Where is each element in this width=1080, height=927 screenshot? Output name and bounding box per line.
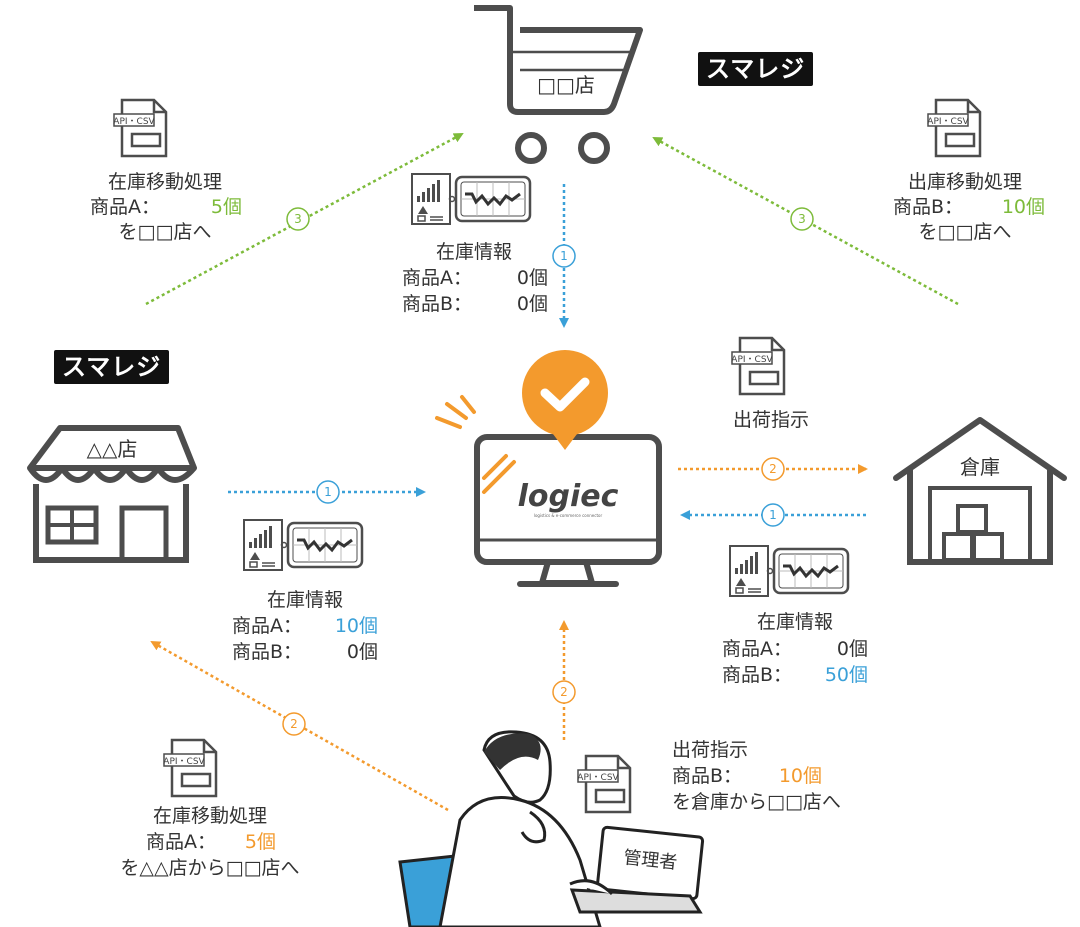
bc-dest: を倉庫から□□店へ bbox=[672, 791, 841, 813]
tr-title: 出庫移動処理 bbox=[907, 171, 1022, 193]
mr-title: 在庫情報 bbox=[756, 611, 833, 633]
step-circle: 1 bbox=[316, 480, 340, 504]
bl-title: 在庫移動処理 bbox=[152, 805, 267, 827]
svg-text:2: 2 bbox=[290, 717, 298, 731]
tr-item-label: 商品B： bbox=[893, 196, 964, 218]
tl-item-qty: 5個 bbox=[210, 196, 242, 218]
ml-row-b: 商品B： 0個 bbox=[232, 640, 378, 665]
svg-text:2: 2 bbox=[560, 685, 568, 699]
tc-a-qty: 0個 bbox=[516, 267, 548, 289]
tr-item-row: 商品B： 10個 bbox=[893, 195, 1045, 220]
ship-label: 出荷指示 bbox=[732, 409, 809, 431]
bl-item-label: 商品A： bbox=[146, 831, 216, 853]
check-bubble-icon bbox=[435, 350, 608, 450]
mr-b-label: 商品B： bbox=[722, 664, 793, 686]
svg-text:3: 3 bbox=[294, 212, 302, 226]
mr-b-qty: 50個 bbox=[824, 664, 868, 686]
document-icon: API・CSV bbox=[112, 98, 168, 158]
bl-dest: を△△店から□□店へ bbox=[120, 857, 300, 879]
ml-title: 在庫情報 bbox=[266, 589, 343, 611]
tc-a-label: 商品A： bbox=[402, 267, 472, 289]
mr-row-b: 商品B： 50個 bbox=[722, 663, 868, 688]
tc-row-b: 商品B： 0個 bbox=[402, 292, 548, 317]
doc-icon-label: API・CSV bbox=[731, 355, 773, 365]
svg-text:3: 3 bbox=[798, 212, 806, 226]
step-circle: 2 bbox=[761, 457, 785, 481]
ml-b-qty: 0個 bbox=[346, 641, 378, 663]
svg-text:1: 1 bbox=[769, 508, 777, 522]
ml-a-label: 商品A： bbox=[232, 615, 302, 637]
mr-a-label: 商品A： bbox=[722, 638, 792, 660]
svg-text:1: 1 bbox=[560, 249, 568, 263]
step-circle: 2 bbox=[282, 712, 306, 736]
logiec-tagline: logistics & e-commerce connector bbox=[534, 513, 603, 518]
tl-dest: を□□店へ bbox=[118, 221, 212, 243]
warehouse-label: 倉庫 bbox=[960, 455, 1000, 479]
doc-icon-label: API・CSV bbox=[113, 117, 155, 127]
step-circle: 1 bbox=[552, 244, 576, 268]
tc-row-a: 商品A： 0個 bbox=[402, 266, 548, 291]
inventory-stats-icon bbox=[242, 518, 364, 572]
tr-dest: を□□店へ bbox=[918, 221, 1012, 243]
admin-person-illustration: 管理者 bbox=[398, 730, 705, 927]
document-icon: API・CSV bbox=[926, 98, 982, 158]
monitor-icon: logiec logistics & e-commerce connector bbox=[474, 434, 662, 587]
document-icon: API・CSV bbox=[576, 754, 632, 814]
warehouse-icon: 倉庫 bbox=[893, 417, 1067, 565]
bc-item-qty: 10個 bbox=[778, 765, 822, 787]
document-icon: API・CSV bbox=[162, 738, 218, 798]
svg-text:1: 1 bbox=[324, 485, 332, 499]
bc-item-row: 商品B： 10個 bbox=[672, 764, 822, 789]
tc-title: 在庫情報 bbox=[435, 241, 512, 263]
tr-item-qty: 10個 bbox=[1001, 196, 1045, 218]
smaregi-badge-left: スマレジ bbox=[54, 350, 170, 384]
smaregi-badge-top: スマレジ bbox=[698, 52, 814, 86]
step-circle: 2 bbox=[552, 680, 576, 704]
bl-item-qty: 5個 bbox=[244, 831, 276, 853]
bc-title: 出荷指示 bbox=[672, 739, 749, 761]
step-circle: 3 bbox=[790, 207, 814, 231]
ml-row-a: 商品A： 10個 bbox=[232, 614, 378, 639]
document-icon: API・CSV bbox=[730, 336, 786, 396]
ml-b-label: 商品B： bbox=[232, 641, 303, 663]
doc-icon-label: API・CSV bbox=[927, 117, 969, 127]
tc-b-qty: 0個 bbox=[516, 293, 548, 315]
cart-store-label: □□店 bbox=[537, 73, 595, 97]
mr-row-a: 商品A： 0個 bbox=[722, 637, 868, 662]
doc-icon-label: API・CSV bbox=[577, 773, 619, 783]
tl-item-label: 商品A： bbox=[90, 196, 160, 218]
bc-item-label: 商品B： bbox=[672, 765, 743, 787]
tc-b-label: 商品B： bbox=[402, 293, 473, 315]
cart-icon: □□店 bbox=[474, 5, 643, 164]
mr-a-qty: 0個 bbox=[836, 638, 868, 660]
ml-a-qty: 10個 bbox=[334, 615, 378, 637]
store-icon: △△店 bbox=[27, 425, 197, 563]
tl-item-row: 商品A： 5個 bbox=[90, 195, 242, 220]
store-label: △△店 bbox=[87, 437, 138, 461]
arrow-green-right bbox=[652, 136, 959, 306]
bl-item-row: 商品A： 5個 bbox=[146, 830, 276, 855]
inventory-stats-icon bbox=[410, 172, 532, 226]
svg-text:2: 2 bbox=[769, 462, 777, 476]
tl-title: 在庫移動処理 bbox=[107, 171, 222, 193]
step-circle: 1 bbox=[761, 503, 785, 527]
step-circle: 3 bbox=[286, 207, 310, 231]
inventory-stats-icon bbox=[728, 544, 850, 598]
logiec-logo: logiec bbox=[518, 479, 619, 514]
doc-icon-label: API・CSV bbox=[163, 757, 205, 767]
